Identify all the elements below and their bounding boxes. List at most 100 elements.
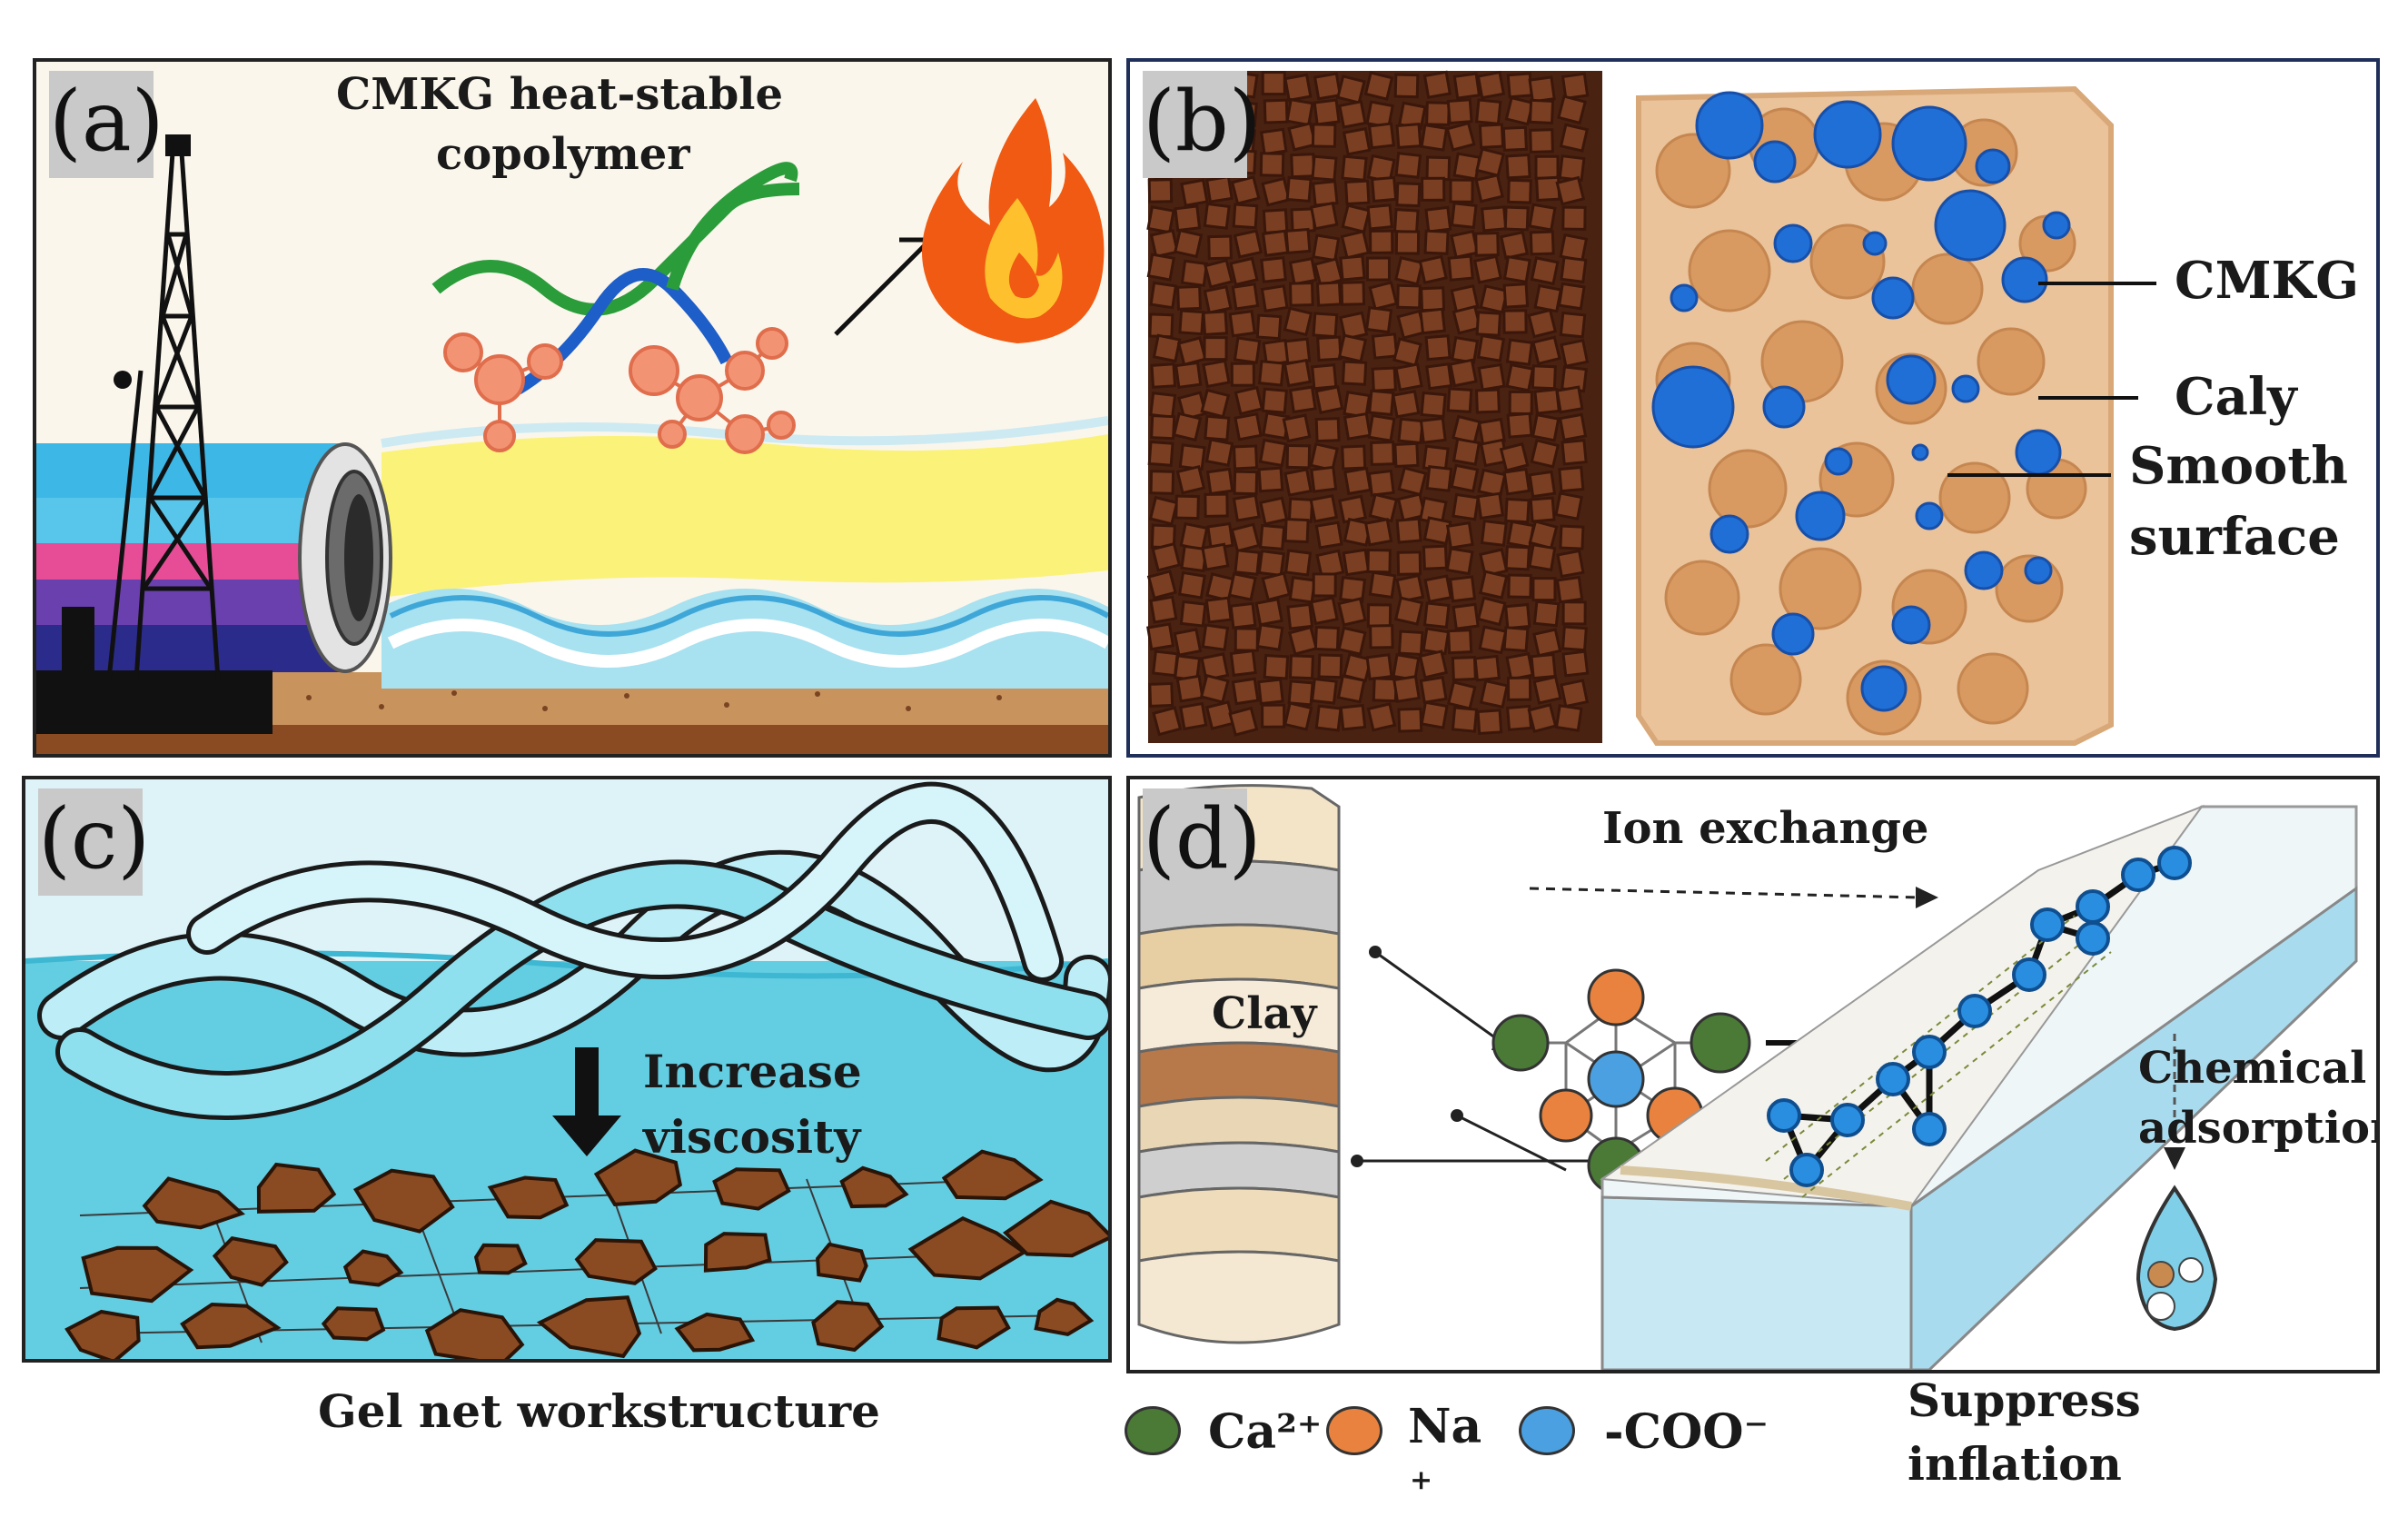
clay-cube xyxy=(1532,600,1561,628)
clay-cube xyxy=(1146,570,1177,600)
clay-cube xyxy=(1367,469,1395,497)
clay-cube xyxy=(1506,676,1532,701)
cmkg-particle xyxy=(2042,211,2071,240)
clay-cube xyxy=(1370,441,1395,466)
clay-cube xyxy=(1180,259,1209,287)
clay-cube xyxy=(1555,575,1584,604)
clay-cube xyxy=(1527,308,1558,339)
clay-cube xyxy=(1557,282,1586,311)
rock xyxy=(674,1312,756,1353)
clay-cube xyxy=(1254,597,1283,627)
clay-cube xyxy=(1556,549,1585,579)
clay-cube xyxy=(1228,309,1256,338)
legend-na-swatch xyxy=(1326,1406,1382,1455)
clay-cube xyxy=(1204,414,1231,441)
clay-cube xyxy=(1451,335,1480,365)
clay-cube xyxy=(1558,154,1586,183)
clay-cube xyxy=(1314,385,1344,414)
clay-cube xyxy=(1476,491,1504,521)
clay-cube xyxy=(1395,517,1422,544)
clay-cube xyxy=(1344,179,1371,206)
clay-cube xyxy=(1424,334,1452,362)
clay-cube xyxy=(1395,182,1422,208)
cmkg-particle xyxy=(1951,374,1980,403)
cmkg-particle xyxy=(1795,491,1846,541)
clay-cube xyxy=(1312,312,1339,339)
clay-cube xyxy=(1396,283,1422,310)
cmkg-particle xyxy=(1651,365,1735,449)
clay-cube xyxy=(1284,549,1313,577)
clay-cube xyxy=(1392,208,1420,234)
clay-cube xyxy=(1234,411,1263,441)
clay-cube xyxy=(1342,126,1372,156)
rock xyxy=(256,1162,337,1214)
clay-cube xyxy=(1260,256,1287,283)
rock xyxy=(536,1295,642,1359)
clay-cube xyxy=(1448,358,1478,388)
clay-cube xyxy=(1474,232,1500,257)
panel-a-title-line2: copolymer xyxy=(436,129,690,180)
clay-cube xyxy=(1530,652,1557,680)
clay-cube xyxy=(1392,390,1421,419)
rock xyxy=(703,1232,772,1273)
clay-cube xyxy=(1204,438,1234,467)
clay-cube xyxy=(1422,70,1452,99)
clay-cube xyxy=(1146,205,1175,234)
clay-cube xyxy=(1260,127,1288,156)
clay-cube xyxy=(1174,204,1202,233)
clay-cube xyxy=(1506,411,1533,439)
clay-cube xyxy=(1341,444,1367,471)
clay-cube xyxy=(1445,547,1474,576)
clay-cube xyxy=(1474,98,1502,125)
ion-exchange-text: Ion exchange xyxy=(1602,803,1929,854)
clay-cube xyxy=(1201,542,1230,571)
clay-cube xyxy=(1477,468,1507,498)
clay-cube xyxy=(1446,387,1473,413)
clay-cube xyxy=(1397,417,1424,445)
clay-cube xyxy=(1339,703,1367,731)
clay-cube xyxy=(1255,313,1283,341)
clay-cube xyxy=(1260,284,1289,312)
clay-cube xyxy=(1504,95,1535,126)
clay-cube xyxy=(1560,679,1590,709)
clay-cube xyxy=(1148,312,1174,339)
clay-cube xyxy=(1420,286,1446,312)
clay-cube xyxy=(1179,600,1207,628)
clay-cube xyxy=(1255,623,1284,651)
clay-cube xyxy=(1311,363,1338,391)
cmkg-particle xyxy=(1862,231,1888,256)
clay-cube xyxy=(1555,175,1586,206)
clay-cube xyxy=(1451,655,1477,682)
clay-cube xyxy=(1531,335,1561,366)
clay-cube xyxy=(1508,390,1533,416)
clay-cube xyxy=(1311,154,1338,182)
clay-cube xyxy=(1263,98,1289,124)
clay-cube xyxy=(1503,205,1530,232)
clay-cube xyxy=(1447,629,1473,655)
clay-cube xyxy=(1233,470,1259,496)
rock xyxy=(839,1165,909,1209)
clay-cube xyxy=(1561,625,1588,652)
clay-cube xyxy=(1478,625,1508,655)
clay-cube xyxy=(1368,389,1395,416)
molecule-node xyxy=(1767,1098,1801,1133)
clay-cube xyxy=(1259,152,1285,177)
clay-cube xyxy=(1419,307,1447,335)
rock xyxy=(941,1149,1044,1201)
clay-cube xyxy=(1337,626,1367,656)
rock xyxy=(352,1168,455,1234)
clay-cube xyxy=(1420,391,1447,419)
panel-a-illustration xyxy=(36,98,1108,754)
rock xyxy=(81,1245,194,1304)
clay-cube xyxy=(1475,311,1502,337)
clay-cube xyxy=(1368,492,1399,523)
clay-cube xyxy=(1314,521,1343,550)
molecule-node xyxy=(2121,858,2155,892)
clay-cube xyxy=(1151,541,1182,572)
clay-cube xyxy=(1150,414,1176,441)
clay-cube xyxy=(1338,100,1367,129)
rock xyxy=(811,1300,885,1353)
adsorption-text: adsorption xyxy=(2138,1103,2380,1154)
clay-cube xyxy=(1561,649,1590,678)
clay-cube xyxy=(1175,464,1206,495)
